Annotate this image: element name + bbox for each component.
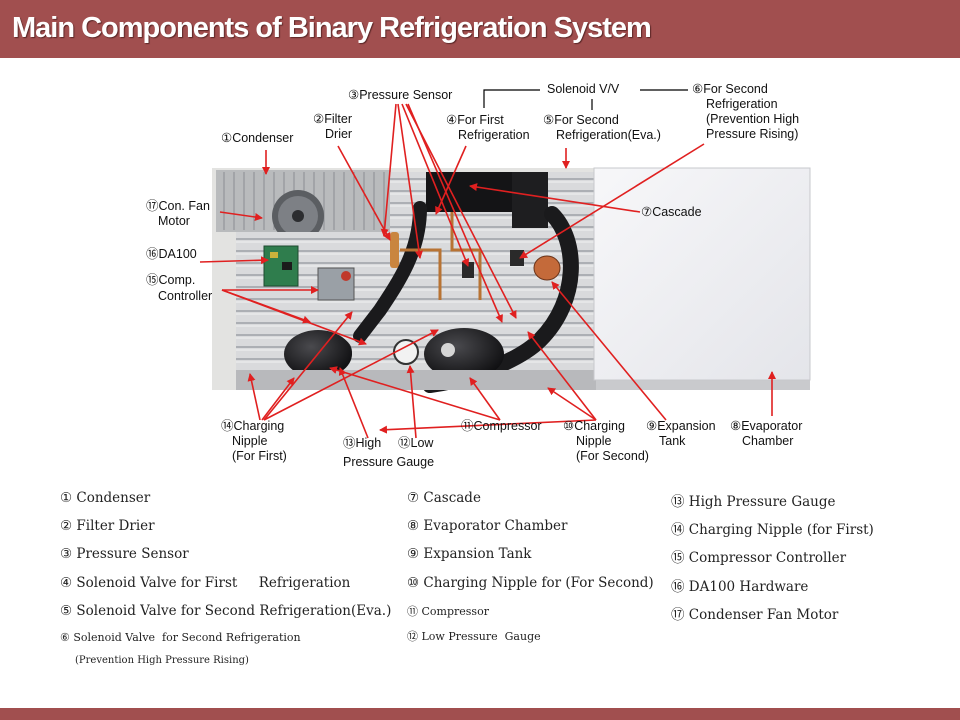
page-title: Main Components of Binary Refrigeration … bbox=[12, 12, 652, 44]
label-low-gauge: ⑫Low bbox=[398, 436, 434, 450]
label-second-refrig-2: Refrigeration(Eva.) bbox=[556, 128, 661, 142]
label-evaporator: ⑧Evaporator bbox=[730, 419, 803, 433]
legend-item: ⑯ DA100 Hardware bbox=[671, 579, 809, 595]
legend-item: (Prevention High Pressure Rising) bbox=[75, 655, 249, 666]
label-comp-controller-2: Controller bbox=[158, 289, 213, 303]
legend-item: ⑫ Low Pressure Gauge bbox=[407, 630, 541, 643]
legend-item: ⑦ Cascade bbox=[407, 490, 481, 506]
label-pressure-sensor: ③Pressure Sensor bbox=[348, 88, 453, 102]
legend-item: ③ Pressure Sensor bbox=[60, 546, 189, 562]
legend-item: ② Filter Drier bbox=[60, 518, 155, 534]
legend-item: ⑨ Expansion Tank bbox=[407, 546, 532, 562]
label-filter-drier: ②Filter bbox=[313, 112, 352, 126]
label-nipple-first: ⑭Charging bbox=[221, 419, 285, 433]
legend-item: ⑩ Charging Nipple for (For Second) bbox=[407, 575, 654, 591]
legend-item: ⑤ Solenoid Valve for Second Refrigeratio… bbox=[60, 603, 392, 619]
low-pressure-gauge bbox=[393, 339, 419, 365]
callout-arrows bbox=[199, 103, 776, 439]
label-condenser: ①Condenser bbox=[221, 131, 294, 145]
label-second-refrig: ⑤For Second bbox=[543, 113, 619, 127]
label-cascade: ⑦Cascade bbox=[641, 205, 702, 219]
label-first-refrig: ④For First bbox=[446, 113, 504, 127]
cascade-unit bbox=[426, 172, 518, 212]
label-solenoid: Solenoid V/V bbox=[547, 82, 620, 96]
label-pressure-gauge: Pressure Gauge bbox=[343, 455, 435, 469]
legend-item: ⑬ High Pressure Gauge bbox=[671, 494, 836, 510]
legend-item: ⑭ Charging Nipple (for First) bbox=[671, 522, 874, 538]
label-fan-motor: ⑰Con. Fan bbox=[146, 199, 210, 213]
footer-bar bbox=[0, 708, 960, 720]
label-da100: ⑯DA100 bbox=[146, 247, 197, 261]
legend-item: ⑰ Condenser Fan Motor bbox=[671, 607, 839, 623]
label-nipple-first-2: Nipple bbox=[232, 434, 268, 448]
label-exp-tank-2: Tank bbox=[659, 434, 686, 448]
solenoid-valve-second bbox=[510, 250, 524, 266]
legend-item: ⑧ Evaporator Chamber bbox=[407, 518, 568, 534]
label-filter-drier-2: Drier bbox=[325, 127, 353, 141]
label-evaporator-2: Chamber bbox=[742, 434, 794, 448]
legend-item: ① Condenser bbox=[60, 490, 151, 506]
evaporator-chamber bbox=[593, 167, 811, 381]
legend-item: ④ Solenoid Valve for First Refrigeration bbox=[60, 575, 351, 591]
label-prevention-4: Pressure Rising) bbox=[706, 127, 799, 141]
legend-item: ⑥ Solenoid Valve for Second Refrigeratio… bbox=[60, 631, 301, 644]
compressor-second bbox=[424, 328, 504, 380]
legend-item: ⑪ Compressor bbox=[407, 605, 489, 618]
label-nipple-first-3: (For First) bbox=[232, 449, 287, 463]
label-fan-motor-2: Motor bbox=[158, 214, 190, 228]
expansion-tank bbox=[533, 255, 561, 281]
label-prevention-2: Refrigeration bbox=[706, 97, 778, 111]
label-nipple-second-3: (For Second) bbox=[576, 449, 649, 463]
label-high-gauge: ⑬High bbox=[343, 436, 382, 450]
label-prevention: ⑥For Second bbox=[692, 82, 768, 96]
label-compressor: ⑪Compressor bbox=[461, 419, 542, 433]
da100-board bbox=[263, 245, 299, 287]
title-bar: Main Components of Binary Refrigeration … bbox=[0, 0, 960, 58]
label-nipple-second-2: Nipple bbox=[576, 434, 612, 448]
label-exp-tank: ⑨Expansion bbox=[646, 419, 716, 433]
legend-item: ⑮ Compressor Controller bbox=[671, 550, 847, 566]
label-nipple-second: ⑩Charging bbox=[563, 419, 625, 433]
label-comp-controller: ⑮Comp. bbox=[146, 273, 196, 287]
label-first-refrig-2: Refrigeration bbox=[458, 128, 530, 142]
filter-drier bbox=[390, 232, 399, 268]
label-prevention-3: (Prevention High bbox=[706, 112, 800, 126]
